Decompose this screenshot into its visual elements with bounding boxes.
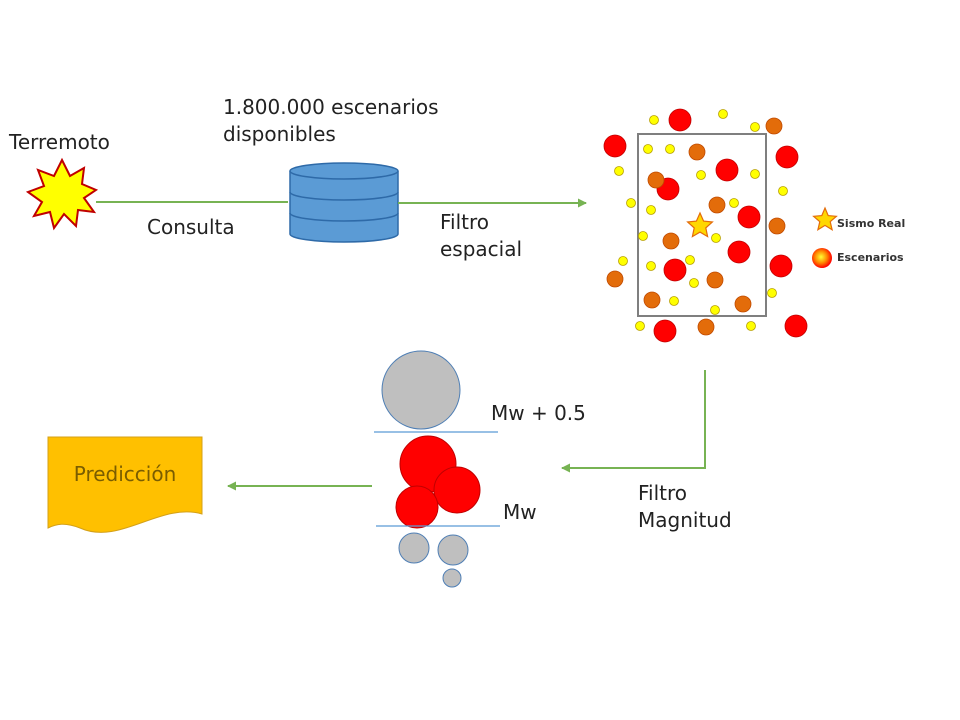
scenario-large-dot xyxy=(784,314,808,338)
upper-magnitude-circle xyxy=(381,350,461,430)
legend-scenario-icon xyxy=(812,248,832,268)
scenario-large-dot xyxy=(715,158,739,182)
magnitude-filter-label: Filtro Magnitud xyxy=(638,480,732,534)
magnitude-filter-label-line2: Magnitud xyxy=(638,508,732,532)
scenario-medium-dot xyxy=(662,232,680,250)
legend xyxy=(812,206,838,268)
scenario-small-dot xyxy=(638,231,648,241)
scenario-small-dot xyxy=(649,115,659,125)
scenario-medium-dot xyxy=(765,117,783,135)
prediction-label: Predicción xyxy=(73,462,177,486)
scenario-small-dot xyxy=(696,170,706,180)
scenario-small-dot xyxy=(750,122,760,132)
scenario-small-dot xyxy=(646,205,656,215)
scenario-small-dot xyxy=(711,233,721,243)
scenario-large-dot xyxy=(769,254,793,278)
scenario-map xyxy=(603,108,808,343)
spatial-filter-label-line2: espacial xyxy=(440,237,523,261)
scenario-large-dot xyxy=(727,240,751,264)
scenario-medium-dot xyxy=(697,318,715,336)
scenario-small-dot xyxy=(767,288,777,298)
scenario-large-dot xyxy=(737,205,761,229)
scenario-small-dot xyxy=(689,278,699,288)
scenario-large-dot xyxy=(663,258,687,282)
database-label-line1: 1.800.000 escenarios xyxy=(223,95,439,119)
magnitude-group xyxy=(374,350,500,588)
legend-real-quake-label: Sismo Real xyxy=(837,217,906,230)
selected-scenario-circle xyxy=(433,466,481,514)
legend-scenarios-label: Escenarios xyxy=(837,251,904,264)
prediction-document xyxy=(47,436,203,533)
magnitude-filter-label-line1: Filtro xyxy=(638,481,688,505)
query-label: Consulta xyxy=(147,215,235,239)
scenario-small-dot xyxy=(778,186,788,196)
spatial-filter-label: Filtro espacial xyxy=(440,209,522,263)
selected-scenario-circle xyxy=(395,485,439,529)
scenario-small-dot xyxy=(626,198,636,208)
lower-magnitude-circle xyxy=(398,532,430,564)
scenario-large-dot xyxy=(653,319,677,343)
scenario-small-dot xyxy=(643,144,653,154)
database-icon xyxy=(289,162,399,243)
real-quake-star-icon xyxy=(686,211,714,238)
scenario-small-dot xyxy=(669,296,679,306)
database-label: 1.800.000 escenarios disponibles xyxy=(223,94,439,148)
magnitude-filter-arrow xyxy=(561,370,706,473)
scenario-medium-dot xyxy=(688,143,706,161)
scenario-medium-dot xyxy=(734,295,752,313)
scenario-medium-dot xyxy=(606,270,624,288)
scenario-medium-dot xyxy=(768,217,786,235)
lower-magnitude-label: Mw xyxy=(503,500,537,524)
scenario-large-dot xyxy=(775,145,799,169)
spatial-filter-label-line1: Filtro xyxy=(440,210,490,234)
scenario-small-dot xyxy=(614,166,624,176)
scenario-small-dot xyxy=(729,198,739,208)
scenario-small-dot xyxy=(746,321,756,331)
scenario-large-dot xyxy=(603,134,627,158)
scenario-small-dot xyxy=(646,261,656,271)
scenario-small-dot xyxy=(718,109,728,119)
scenario-small-dot xyxy=(710,305,720,315)
scenario-medium-dot xyxy=(708,196,726,214)
scenario-small-dot xyxy=(750,169,760,179)
database-label-line2: disponibles xyxy=(223,122,336,146)
scenario-small-dot xyxy=(618,256,628,266)
scenario-large-dot xyxy=(668,108,692,132)
legend-star-icon xyxy=(812,206,838,231)
lower-magnitude-circle xyxy=(442,568,462,588)
scenario-medium-dot xyxy=(643,291,661,309)
earthquake-label: Terremoto xyxy=(9,130,110,154)
earthquake-explosion-icon xyxy=(25,157,99,231)
scenario-medium-dot xyxy=(647,171,665,189)
spatial-filter-box xyxy=(637,133,767,317)
scenario-medium-dot xyxy=(706,271,724,289)
scenario-small-dot xyxy=(665,144,675,154)
scenario-small-dot xyxy=(685,255,695,265)
upper-magnitude-label: Mw + 0.5 xyxy=(491,401,586,425)
scenario-small-dot xyxy=(635,321,645,331)
lower-magnitude-circle xyxy=(437,534,469,566)
